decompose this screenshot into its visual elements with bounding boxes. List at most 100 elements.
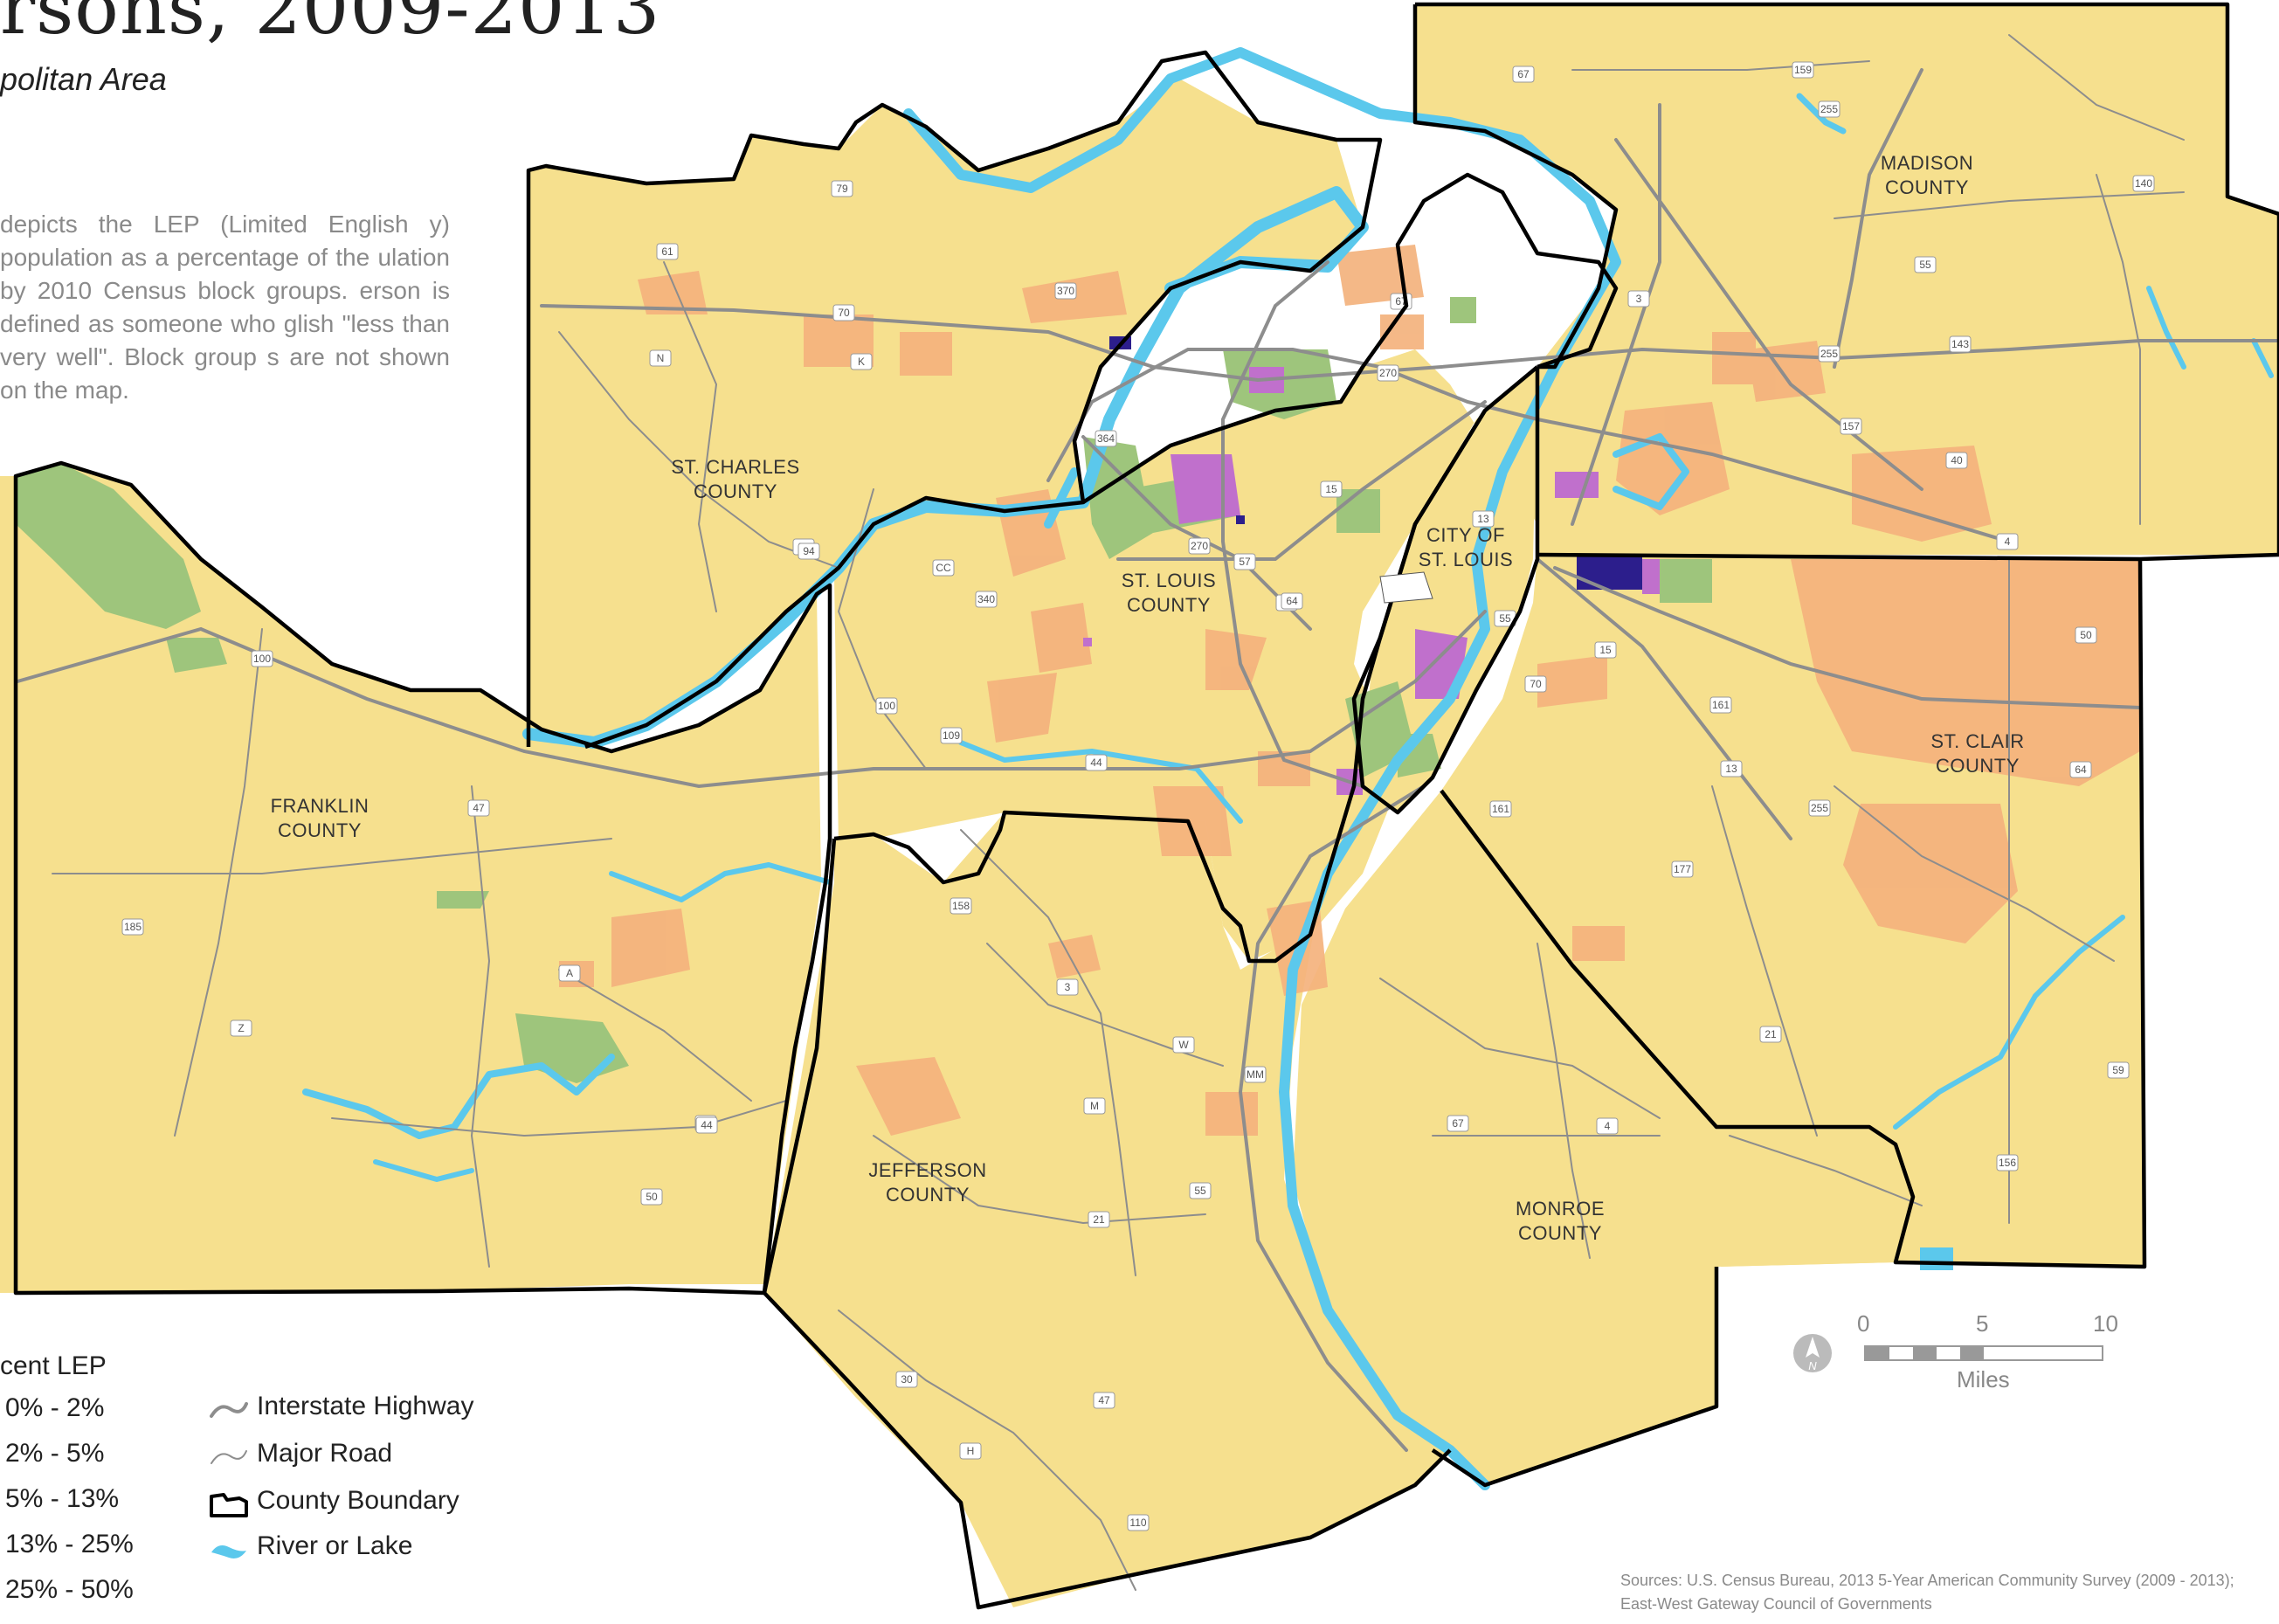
route-shield: 15 [1594,641,1617,659]
monroe-county-area [1293,791,1896,1485]
illinois-boundary [1415,2,2279,1269]
county-label: COUNTY [1936,755,2020,777]
jefferson-county-area [764,812,1450,1607]
route-shield: 70 [1524,675,1547,693]
county-label: CITY OF [1426,524,1505,546]
svg-text:110: 110 [1129,1517,1146,1529]
svg-text:370: 370 [1057,285,1074,297]
svg-text:40: 40 [1951,454,1963,466]
madison-inner-boundary [1412,4,1619,370]
svg-text:270: 270 [1379,367,1397,379]
route-shield: 67 [1512,66,1535,83]
monroe-boundary [1431,1267,1719,1488]
svg-text:340: 340 [977,593,995,605]
legend-symbol-label: Major Road [257,1439,393,1468]
svg-text:47: 47 [1098,1394,1110,1406]
route-shield: 3 [1627,290,1650,308]
route-shield: 61 [656,243,679,260]
route-shield: 57 [1233,553,1256,570]
legend-class-label: 2% - 5% [5,1439,105,1468]
svg-text:143: 143 [1951,338,1969,350]
svg-text:30: 30 [901,1373,913,1386]
legend-title: cent LEP [0,1351,107,1380]
route-shield: 21 [1088,1211,1110,1228]
svg-text:64: 64 [2075,764,2087,776]
svg-text:44: 44 [701,1119,713,1131]
route-shield: 177 [1671,860,1694,878]
route-shield: 47 [467,799,490,817]
svg-text:100: 100 [878,700,895,712]
route-shield: 156 [1996,1154,2019,1171]
county-label: JEFFERSON [868,1159,986,1181]
route-shield: 30 [895,1371,918,1388]
svg-text:W: W [1178,1039,1189,1051]
svg-text:50: 50 [2080,629,2092,641]
jefferson-boundary [762,838,1452,1610]
page-subtitle: politan Area [0,61,167,97]
major-road-line-icon [211,1450,247,1464]
route-shield: 364 [1095,430,1117,447]
svg-text:161: 161 [1492,803,1509,815]
river-lake-icon [211,1545,246,1558]
route-shield: 270 [1377,364,1399,382]
route-shield: 110 [1127,1514,1150,1531]
route-shield: 100 [251,650,273,667]
city-of-st-louis-area [1363,367,1537,812]
route-shield: 40 [1945,452,1968,469]
route-shield: 55 [1914,256,1937,273]
route-shield: 158 [950,897,972,915]
route-shield: 370 [1054,282,1077,300]
map-description: depicts the LEP (Limited English y) popu… [0,211,450,404]
svg-text:100: 100 [253,653,271,665]
road-network [16,34,2279,1591]
route-shield: 15 [1320,480,1343,498]
svg-text:21: 21 [1764,1028,1777,1040]
legend-symbol-label: River or Lake [257,1531,413,1560]
svg-text:67: 67 [1517,68,1530,80]
no-data-area [1379,571,1433,604]
legend-class-label: 25% - 50% [5,1575,134,1604]
scale-tick-10: 10 [2093,1310,2118,1337]
lake-monroe [1920,1247,1953,1270]
scale-tick-0: 0 [1857,1310,1870,1337]
route-shield: K [850,353,873,370]
route-shield: 67 [1390,293,1412,310]
svg-text:57: 57 [1239,556,1251,568]
svg-text:70: 70 [838,307,850,319]
county-fills [0,4,2279,1607]
route-shield: 94 [798,542,820,560]
route-shield: 13 [1720,760,1743,777]
interstate-line-icon [210,1402,248,1418]
route-shield: MM [1244,1066,1267,1083]
legend-class-label: 13% - 25% [5,1530,134,1558]
legend-symbol-label: Interstate Highway [257,1392,474,1420]
svg-text:13: 13 [1477,513,1489,525]
svg-text:55: 55 [1194,1185,1206,1197]
svg-text:13: 13 [1725,763,1737,775]
scale-bar-group: N 0 5 10 Miles [1791,1310,2123,1406]
north-arrow-icon: N [1793,1334,1832,1372]
route-shield: N [649,349,672,367]
route-shield: 161 [1709,696,1732,714]
svg-text:44: 44 [1090,757,1102,769]
lep-2-5-patches [559,245,2140,1136]
route-shield: 50 [2075,626,2097,644]
county-label: COUNTY [278,819,362,841]
route-shield: 59 [2107,1061,2130,1079]
route-shield: 185 [121,918,144,936]
route-shield: 100 [875,697,898,715]
route-shields: 6715925514061799437070KN3646727035514325… [121,61,2155,1531]
svg-text:4: 4 [2005,536,2011,548]
svg-text:H: H [967,1445,975,1457]
svg-text:15: 15 [1599,644,1612,656]
svg-text:364: 364 [1097,432,1115,445]
svg-text:N: N [1808,1359,1817,1372]
svg-text:185: 185 [124,921,142,933]
svg-text:MM: MM [1247,1068,1264,1081]
svg-text:161: 161 [1712,699,1730,711]
svg-text:K: K [858,356,865,368]
route-shield: 340 [975,591,998,608]
route-shield: H [959,1442,982,1460]
svg-text:177: 177 [1674,863,1691,875]
